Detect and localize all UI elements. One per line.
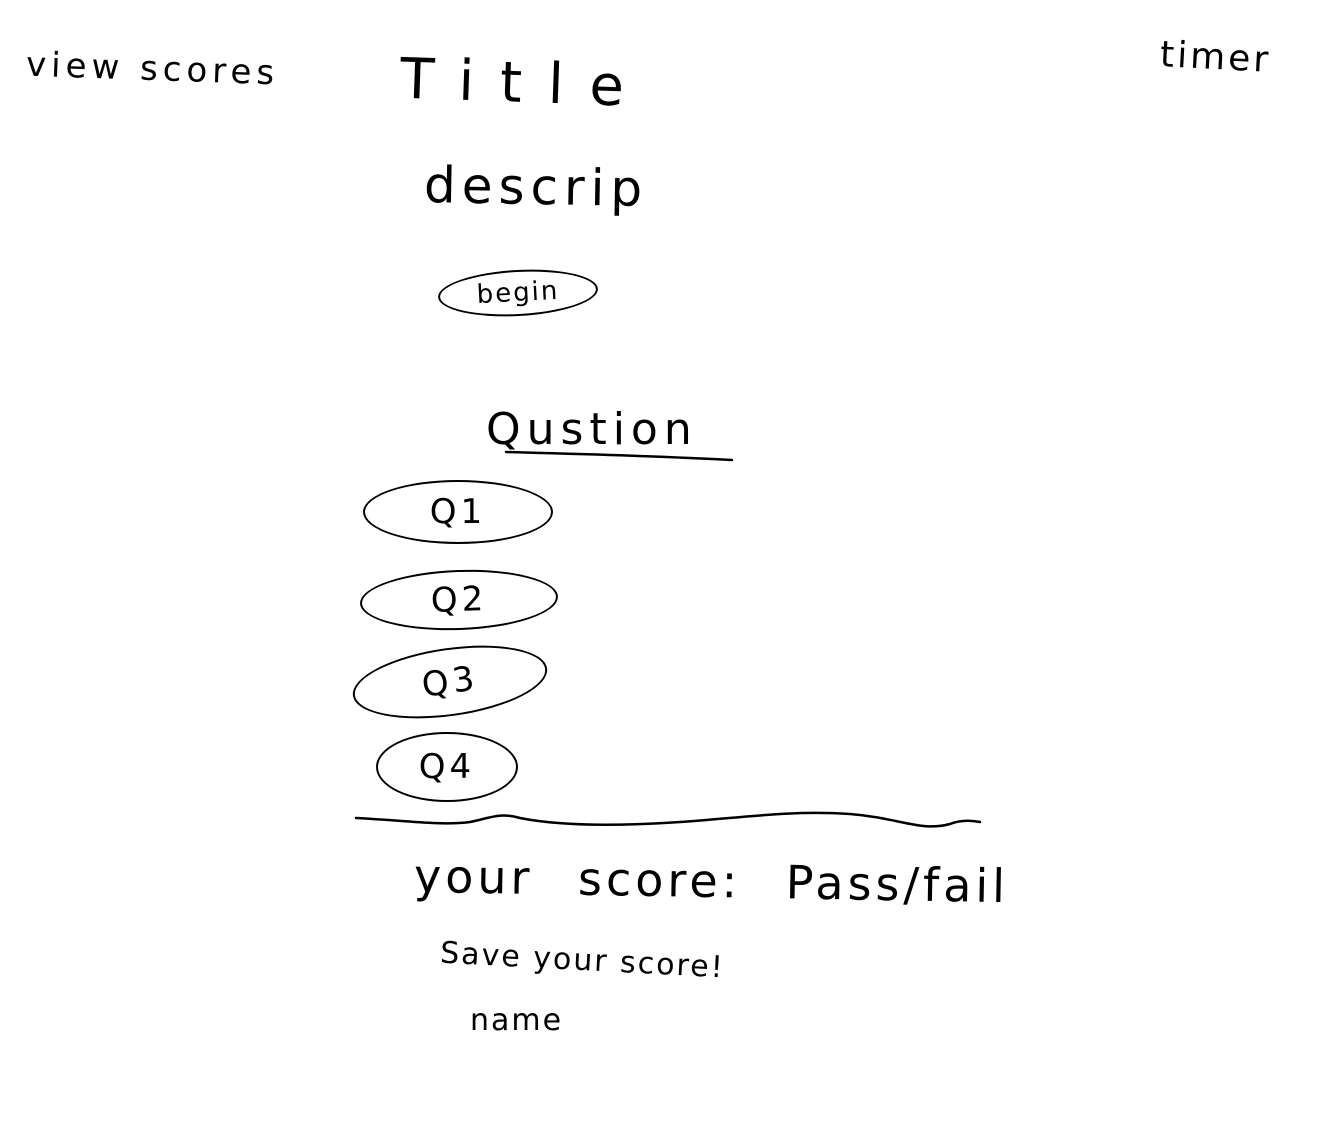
answer-button-q1[interactable]: Q1 bbox=[363, 480, 553, 544]
name-field-label[interactable]: name bbox=[470, 1003, 564, 1038]
score-result: your score: Pass/fail bbox=[413, 848, 1010, 914]
answer-label-q1: Q1 bbox=[429, 492, 487, 532]
section-divider bbox=[354, 811, 982, 828]
question-underline bbox=[504, 450, 734, 462]
answer-label-q4: Q4 bbox=[418, 747, 476, 787]
question-heading: Qustion bbox=[486, 404, 698, 455]
answer-button-q4[interactable]: Q4 bbox=[376, 732, 518, 802]
